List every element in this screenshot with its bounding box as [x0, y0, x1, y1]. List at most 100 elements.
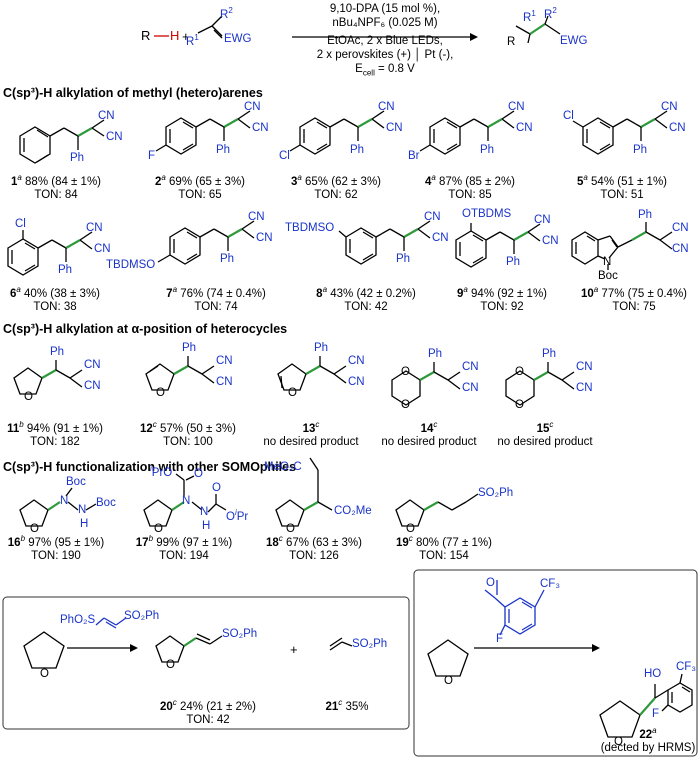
bromo-label: Br — [408, 150, 420, 162]
cn-label: CN — [216, 376, 233, 388]
compound-1-caption: 1a 88% (84 ± 1%)TON: 84 — [10, 173, 102, 201]
compound-8-caption: 8a 43% (42 ± 0.2%)TON: 42 — [316, 285, 416, 313]
product-r1-label: R1 — [523, 9, 536, 24]
oipr-label: OiPr — [226, 508, 249, 523]
compound-16-caption: 16b 97% (95 ± 1%)TON: 190 — [7, 534, 105, 562]
condition-line-1: 9,10-DPA (15 mol %), — [329, 3, 441, 15]
cn-label: CN — [84, 359, 101, 371]
cn-label: CN — [216, 355, 233, 367]
ph-label: Ph — [50, 346, 65, 358]
oxygen-label: O — [24, 391, 33, 403]
oxygen-label: O — [401, 366, 410, 378]
cn-label: CN — [462, 382, 479, 394]
fluoro-label: F — [148, 150, 156, 162]
chloro-label: Cl — [563, 110, 574, 122]
chloro-label: Cl — [15, 218, 26, 230]
plus-sign: + — [290, 642, 298, 657]
boc-label: Boc — [66, 476, 86, 488]
scheme-r2-label: R2 — [220, 6, 233, 21]
oxygen-label: O — [406, 523, 415, 535]
co2me-label: CO₂Me — [334, 505, 372, 517]
oxygen-label: O — [30, 523, 39, 535]
scheme-r-label: R — [141, 28, 151, 43]
compound-5-caption: 5a 54% (51 ± 1%)TON: 51 — [576, 173, 668, 201]
ph-label: Ph — [638, 209, 653, 221]
oxygen-label: O — [154, 523, 163, 535]
product-r-label: R — [507, 36, 516, 48]
fluoro-label: F — [496, 633, 504, 645]
cn-label: CN — [348, 376, 365, 388]
nitrogen-label: N — [60, 495, 69, 507]
oxygen-label: O — [286, 523, 295, 535]
cn-label: CN — [432, 232, 449, 244]
cn-label: CN — [86, 222, 103, 234]
oxygen-label: O — [444, 675, 453, 687]
ph-label: Ph — [70, 152, 85, 164]
cn-label: CN — [106, 131, 123, 143]
scheme-plus: + — [182, 29, 190, 44]
reaction-conditions: 9,10-DPA (15 mol %), nBu₄NPF₆ (0.025 M) … — [292, 2, 478, 80]
compound-18-caption: 18c 67% (63 ± 3%)TON: 126 — [266, 534, 362, 562]
cn-label: CN — [386, 122, 403, 134]
ph-label: Ph — [350, 144, 365, 156]
condition-line-2: nBu₄NPF₆ (0.025 M) — [332, 17, 438, 29]
cf3-label: CF₃ — [676, 661, 697, 673]
section-header-methylarenes: C(sp³)-H alkylation of methyl (hetero)ar… — [3, 86, 263, 100]
cn-label: CN — [534, 214, 551, 226]
cn-label: CN — [672, 222, 689, 234]
cf3-label: CF₃ — [540, 578, 561, 590]
section-header-somophiles: C(sp³)-H functionalization with other SO… — [3, 460, 297, 474]
cn-label: CN — [252, 122, 269, 134]
so2ph-label: SO₂Ph — [124, 610, 160, 622]
hydroxyl-label: HO — [644, 668, 662, 680]
tbdmso-label: TBDMSO — [106, 259, 156, 271]
cn-label: CN — [661, 101, 678, 113]
compound-6-caption: 6a 40% (38 ± 3%)TON: 38 — [9, 285, 101, 313]
cn-label: CN — [424, 211, 441, 223]
ph-label: Ph — [633, 144, 648, 156]
ph-label: Ph — [542, 348, 557, 360]
compound-7-caption: 7a 76% (74 ± 0.4%)TON: 74 — [166, 285, 266, 313]
ph-label: Ph — [216, 144, 231, 156]
cn-label: CN — [378, 101, 395, 113]
indole-n-label: N — [603, 256, 612, 268]
cn-label: CN — [348, 355, 365, 367]
ph-label: Ph — [480, 144, 495, 156]
pho2s-label: PhO₂S — [60, 614, 96, 626]
ph-label: Ph — [182, 342, 197, 354]
cn-label: CN — [248, 211, 265, 223]
cn-label: CN — [672, 243, 689, 255]
compound-9-caption: 9a 94% (92 ± 1%)TON: 92 — [456, 285, 548, 313]
compound-12-caption: 12c 57% (50 ± 3%)TON: 100 — [140, 420, 236, 448]
compound-11-caption: 11b 94% (91 ± 1%)TON: 182 — [7, 420, 103, 448]
compound-21-caption: 21c 35% — [325, 698, 369, 713]
product-ewg-label: EWG — [560, 35, 588, 47]
compound-19-caption: 19c 80% (77 ± 1%)TON: 154 — [396, 534, 492, 562]
oxygen-label: O — [515, 366, 524, 378]
nh-hydrogen-label: H — [202, 520, 211, 532]
so2ph-label: SO₂Ph — [352, 638, 388, 650]
ph-label: Ph — [220, 253, 235, 265]
cn-label: CN — [669, 122, 686, 134]
compound-22-caption: 22a(dected by HRMS) — [600, 726, 696, 754]
compound-20-caption: 20c 24% (21 ± 2%)TON: 42 — [160, 698, 256, 726]
oxygen-label: O — [40, 668, 49, 680]
compound-10-caption: 10a 77% (75 ± 0.4%)TON: 75 — [580, 285, 688, 313]
scheme-ewg-label: EWG — [224, 33, 252, 45]
meo2c-label: MeO₂C — [264, 461, 302, 473]
carbonyl-oxygen-label: O — [194, 468, 203, 480]
compound-3-caption: 3a 65% (62 ± 3%)TON: 62 — [290, 173, 382, 201]
oxygen-label: O — [156, 387, 165, 399]
chloro-label: Cl — [279, 150, 290, 162]
section-header-heterocycles: C(sp³)-H alkylation at α-position of het… — [3, 322, 288, 336]
cn-label: CN — [462, 361, 479, 373]
ipro-label: iPrO — [150, 464, 173, 479]
oxygen-label: O — [515, 399, 524, 411]
cn-label: CN — [576, 382, 593, 394]
compound-2-caption: 2a 69% (65 ± 3%)TON: 65 — [154, 173, 246, 201]
cn-label: CN — [244, 101, 261, 113]
cn-label: CN — [542, 235, 559, 247]
cn-label: CN — [508, 101, 525, 113]
